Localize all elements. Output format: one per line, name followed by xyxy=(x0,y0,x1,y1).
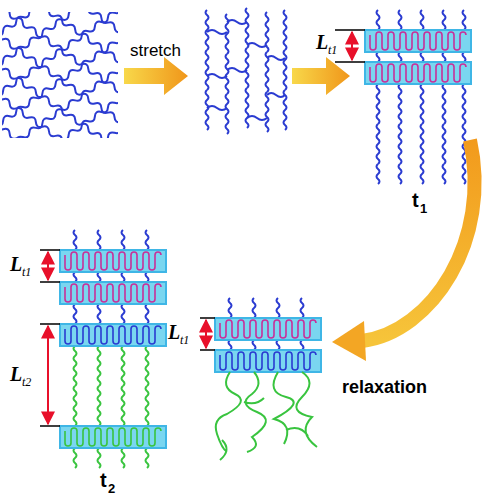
polymer-chain xyxy=(98,230,101,324)
folded-chain xyxy=(65,284,161,302)
polymer-chain xyxy=(74,230,77,324)
polymer-chain xyxy=(2,12,118,102)
chain-network xyxy=(2,12,118,138)
polymer-chain xyxy=(146,230,149,324)
process-arrow xyxy=(362,140,475,341)
crystal-lamella xyxy=(60,426,166,448)
folded-chain xyxy=(220,352,316,370)
crystal-lamella xyxy=(60,250,166,272)
process-label: relaxation xyxy=(342,378,427,396)
polymer-chain xyxy=(2,58,118,138)
length-symbol: L xyxy=(316,32,328,52)
spacing-arrow xyxy=(351,32,353,60)
length-symbol: L xyxy=(168,322,180,342)
stretched-chains xyxy=(206,8,287,134)
polymer-chain xyxy=(2,12,118,64)
length-subscript: t2 xyxy=(22,376,31,388)
length-symbol: L xyxy=(10,254,22,274)
polymer-chain xyxy=(2,88,118,138)
crystal-lamella xyxy=(215,318,321,340)
time-subscript: 1 xyxy=(420,202,427,215)
crystal-lamella xyxy=(365,62,471,84)
polymer-chain xyxy=(2,96,118,138)
polymer-chain xyxy=(2,118,118,138)
folded-chain xyxy=(65,428,161,446)
process-arrow xyxy=(124,57,188,95)
polymer-chain xyxy=(284,10,287,130)
folded-chain xyxy=(370,64,466,82)
relaxed-chain-stack xyxy=(74,346,149,468)
relaxed-chain xyxy=(146,346,149,468)
length-subscript: t1 xyxy=(22,266,31,278)
crystal-lamella xyxy=(60,282,166,304)
process-label: stretch xyxy=(130,42,181,59)
spacing-arrow xyxy=(205,320,207,348)
polymer-chain xyxy=(206,10,209,130)
arrow-head xyxy=(332,321,366,361)
crystal-lamella xyxy=(215,350,321,372)
polymer-chain xyxy=(246,8,249,128)
time-subscript: 2 xyxy=(108,482,115,495)
folded-chain xyxy=(220,320,316,338)
spacing-arrow xyxy=(47,252,49,280)
relaxed-chain xyxy=(74,346,77,468)
length-symbol: L xyxy=(10,364,22,384)
polymer-chain xyxy=(2,36,118,132)
polymer-chain xyxy=(2,12,118,94)
time-symbol: t xyxy=(412,190,419,210)
polymer-chain xyxy=(2,28,118,124)
length-subscript: t1 xyxy=(328,44,337,56)
folded-chain xyxy=(370,32,466,50)
crosslink xyxy=(207,20,285,120)
polymer-chain xyxy=(266,12,269,132)
relaxed-chain xyxy=(216,372,317,460)
chain-stack xyxy=(74,230,149,324)
crystal-lamella xyxy=(60,324,166,346)
crystal-lamella xyxy=(365,30,471,52)
time-symbol: t xyxy=(100,470,107,490)
dimension-tick xyxy=(335,30,365,62)
relaxed-chain xyxy=(98,346,101,468)
folded-chain xyxy=(65,326,161,344)
dimension-tick xyxy=(200,318,215,350)
length-subscript: t1 xyxy=(180,334,189,346)
dimension-tick xyxy=(40,250,60,426)
folded-chain xyxy=(65,252,161,270)
polymer-chain xyxy=(122,230,125,324)
spacing-arrow xyxy=(47,326,49,424)
relaxed-chain xyxy=(122,346,125,468)
